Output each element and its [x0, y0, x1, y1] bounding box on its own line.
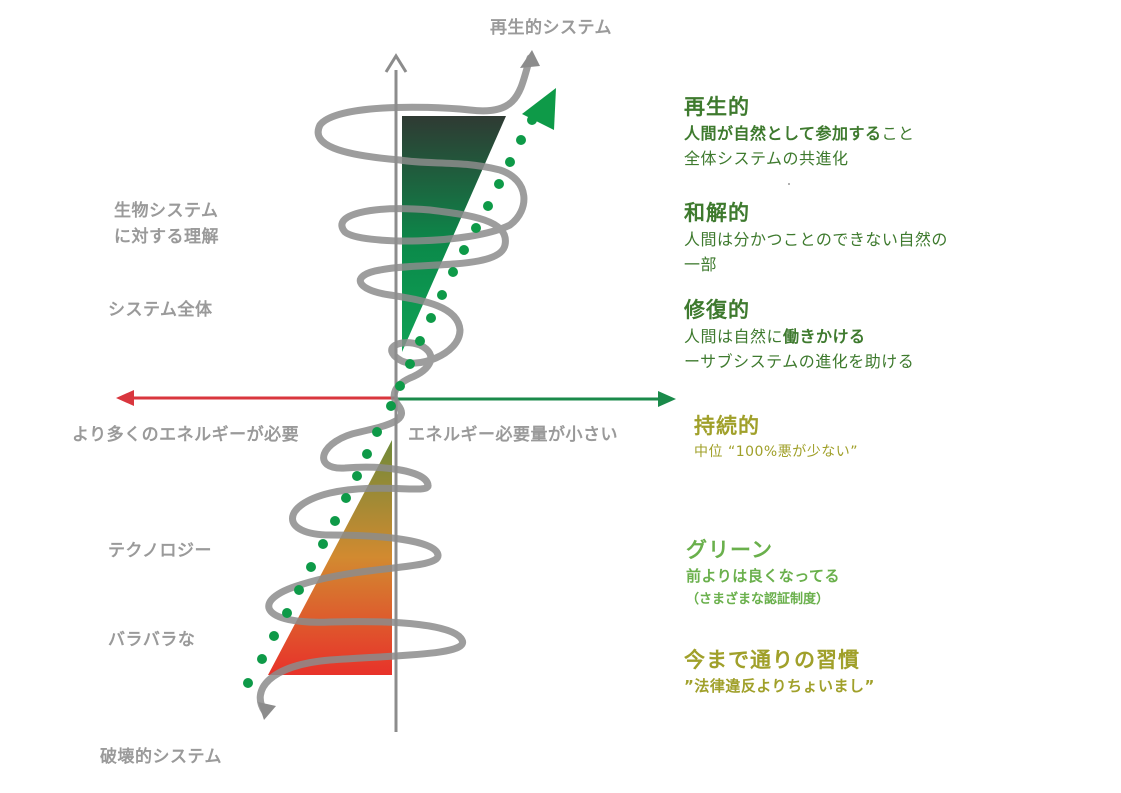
- level-regenerative: 再生的 人間が自然として参加すること 全体システムの共進化: [684, 93, 915, 171]
- level-reconciliatory: 和解的 人間は分かつことのできない自然の 一部: [684, 199, 948, 277]
- level-sustainable-line1: 中位 “100%悪が少ない”: [694, 444, 858, 460]
- level-green: グリーン 前よりは良くなってる （さまざまな認証制度）: [686, 536, 840, 611]
- spiral-arrowhead-bottom: [258, 702, 276, 720]
- level-green-title: グリーン: [686, 538, 773, 562]
- left-arrow: [116, 390, 396, 406]
- level-restorative-line2: ーサブシステムの進化を助ける: [684, 352, 915, 371]
- axis-label-left: より多くのエネルギーが必要: [72, 425, 300, 445]
- right-arrow: [396, 391, 676, 407]
- level-green-line2: （さまざまな認証制度）: [686, 592, 830, 607]
- green-arrowhead: [522, 88, 556, 130]
- stray-dot: [788, 183, 790, 185]
- upper-triangle: [402, 116, 506, 352]
- level-green-line1: 前よりは良くなってる: [686, 567, 840, 585]
- dotted-line: [243, 115, 537, 688]
- level-sustainable: 持続的 中位 “100%悪が少ない”: [694, 412, 858, 465]
- level-conventional-line1: ”法律違反よりちょいまし”: [684, 677, 875, 695]
- axis-label-bottom: 破壊的システム: [100, 747, 222, 767]
- label-bio-line1: 生物システム: [114, 201, 219, 221]
- level-regenerative-line1-rest: こと: [881, 124, 915, 143]
- label-whole-system: システム全体: [108, 300, 213, 320]
- spiral-arrowhead-top: [520, 50, 540, 68]
- label-technology: テクノロジー: [108, 541, 212, 561]
- level-restorative-title: 修復的: [684, 298, 750, 322]
- label-bio-understanding: 生物システム に対する理解: [114, 198, 219, 250]
- level-restorative-line1-bold: 働きかける: [783, 327, 866, 346]
- level-restorative: 修復的 人間は自然に働きかける ーサブシステムの進化を助ける: [684, 296, 914, 374]
- axis-label-right: エネルギー必要量が小さい: [408, 425, 618, 445]
- level-conventional-title: 今まで通りの習慣: [684, 648, 860, 672]
- level-sustainable-title: 持続的: [694, 414, 760, 438]
- vertical-axis-arrowhead: [384, 53, 408, 73]
- level-regenerative-line1-bold: 人間が自然として参加する: [684, 124, 882, 143]
- label-bio-line2: に対する理解: [114, 227, 219, 247]
- label-scattered: バラバラな: [108, 630, 196, 650]
- level-reconciliatory-line2: 一部: [684, 255, 718, 274]
- level-reconciliatory-line1: 人間は分かつことのできない自然の: [684, 230, 948, 249]
- level-reconciliatory-title: 和解的: [684, 201, 750, 225]
- level-regenerative-line2: 全体システムの共進化: [684, 149, 849, 168]
- level-regenerative-title: 再生的: [684, 95, 750, 119]
- axis-label-top: 再生的システム: [490, 18, 612, 38]
- level-conventional: 今まで通りの習慣 ”法律違反よりちょいまし”: [684, 646, 875, 699]
- lower-triangle: [268, 440, 392, 675]
- level-restorative-line1-pre: 人間は自然に: [684, 327, 784, 346]
